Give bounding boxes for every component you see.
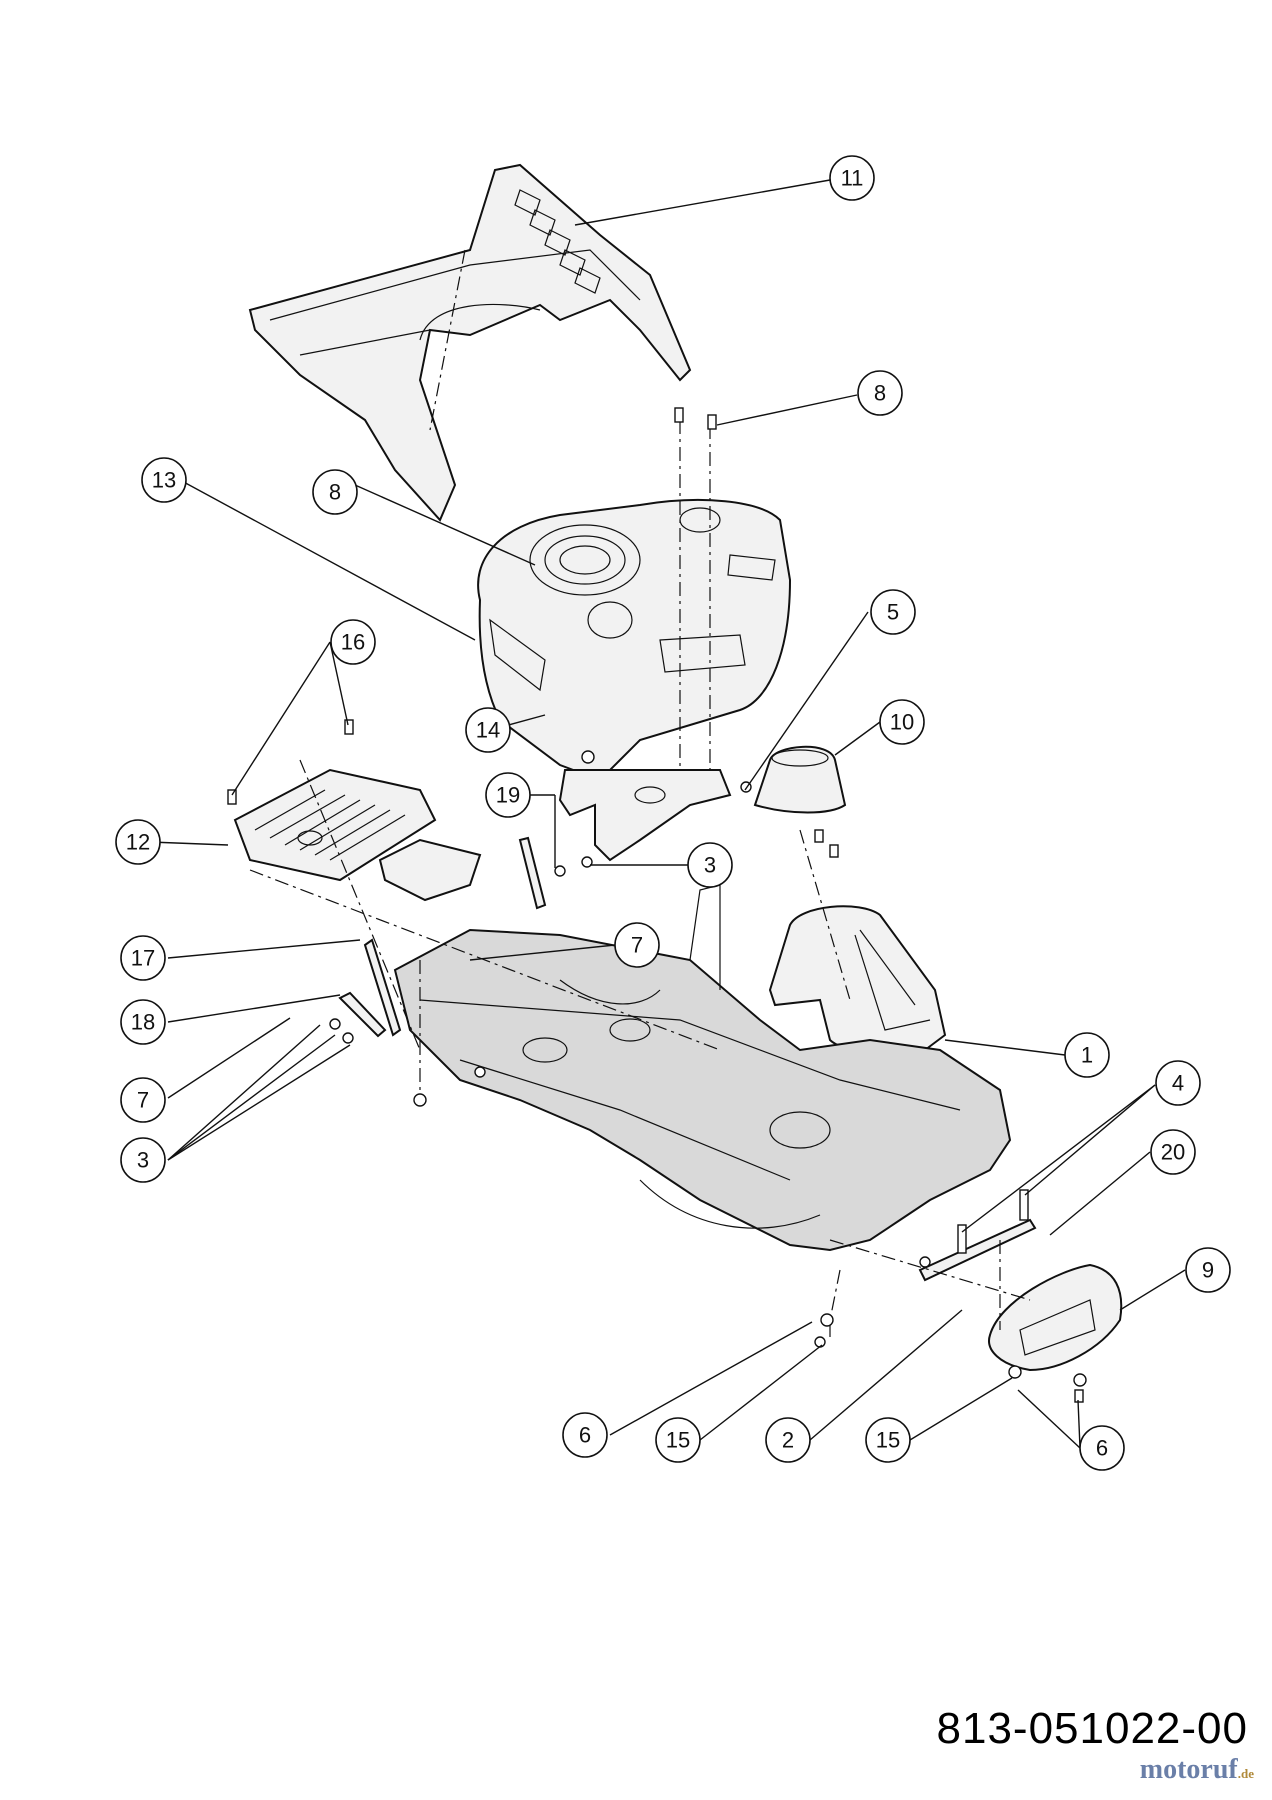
foot-mat-part <box>233 768 437 882</box>
callout-11: 11 <box>829 155 875 201</box>
svg-text:20: 20 <box>1161 1140 1185 1165</box>
support-rods <box>338 836 547 1038</box>
svg-text:15: 15 <box>666 1428 690 1453</box>
watermark-tld: .de <box>1237 1766 1254 1781</box>
svg-text:3: 3 <box>704 853 716 878</box>
dash-bracket-part <box>558 769 732 862</box>
callout-6-left: 6 <box>562 1412 608 1458</box>
main-frame-part <box>393 884 1012 1252</box>
callout-14: 14 <box>465 707 511 753</box>
svg-text:16: 16 <box>341 630 365 655</box>
callout-6-right: 6 <box>1079 1425 1125 1471</box>
diagram-part-number: 813-051022-00 <box>936 1704 1248 1753</box>
callout-18: 18 <box>120 999 166 1045</box>
svg-text:1: 1 <box>1081 1043 1093 1068</box>
svg-text:15: 15 <box>876 1428 900 1453</box>
svg-text:5: 5 <box>887 600 899 625</box>
callout-7-mid: 7 <box>614 922 660 968</box>
svg-text:11: 11 <box>841 166 864 191</box>
callout-8-hood: 8 <box>312 469 358 515</box>
svg-text:19: 19 <box>496 783 520 808</box>
dash-tower-part <box>768 905 947 1056</box>
callout-2: 2 <box>765 1417 811 1463</box>
steering-cover-part <box>753 745 847 814</box>
callout-19: 19 <box>485 772 531 818</box>
callout-7-left: 7 <box>120 1077 166 1123</box>
callout-10: 10 <box>879 699 925 745</box>
svg-text:8: 8 <box>329 480 341 505</box>
svg-text:14: 14 <box>476 718 500 743</box>
rear-bumper-bracket-part <box>918 1218 1037 1282</box>
callout-12: 12 <box>115 819 161 865</box>
leader-lines <box>149 179 1186 1449</box>
callout-5: 5 <box>870 589 916 635</box>
svg-text:12: 12 <box>126 830 150 855</box>
callout-1: 1 <box>1064 1032 1110 1078</box>
callout-17: 17 <box>120 935 166 981</box>
svg-text:18: 18 <box>131 1010 155 1035</box>
assembly-lines <box>249 249 1031 1340</box>
hood-part <box>477 499 792 782</box>
svg-text:7: 7 <box>137 1088 149 1113</box>
svg-text:10: 10 <box>890 710 914 735</box>
svg-text:2: 2 <box>782 1428 794 1453</box>
access-plate-part <box>378 838 482 902</box>
callout-3-left: 3 <box>120 1137 166 1183</box>
svg-text:4: 4 <box>1172 1071 1184 1096</box>
callout-15-left: 15 <box>655 1417 701 1463</box>
svg-text:6: 6 <box>579 1423 591 1448</box>
svg-text:17: 17 <box>131 946 155 971</box>
callout-15-right: 15 <box>865 1417 911 1463</box>
svg-text:7: 7 <box>631 933 643 958</box>
callout-8-top: 8 <box>857 370 903 416</box>
rear-bumper-part <box>988 1263 1123 1372</box>
rear-cover-part <box>248 163 692 522</box>
svg-text:6: 6 <box>1096 1436 1108 1461</box>
callout-9: 9 <box>1185 1247 1231 1293</box>
svg-text:8: 8 <box>874 381 886 406</box>
callout-20: 20 <box>1150 1129 1196 1175</box>
svg-text:13: 13 <box>152 468 176 493</box>
callout-13: 13 <box>141 457 187 503</box>
svg-text:9: 9 <box>1202 1258 1214 1283</box>
watermark-brand: motoruf <box>1139 1754 1238 1785</box>
callout-3-top: 3 <box>687 842 733 888</box>
callout-4: 4 <box>1155 1060 1201 1106</box>
watermark-logo: motoruf.de <box>1140 1754 1254 1786</box>
callout-16: 16 <box>330 619 376 665</box>
svg-text:3: 3 <box>137 1148 149 1173</box>
